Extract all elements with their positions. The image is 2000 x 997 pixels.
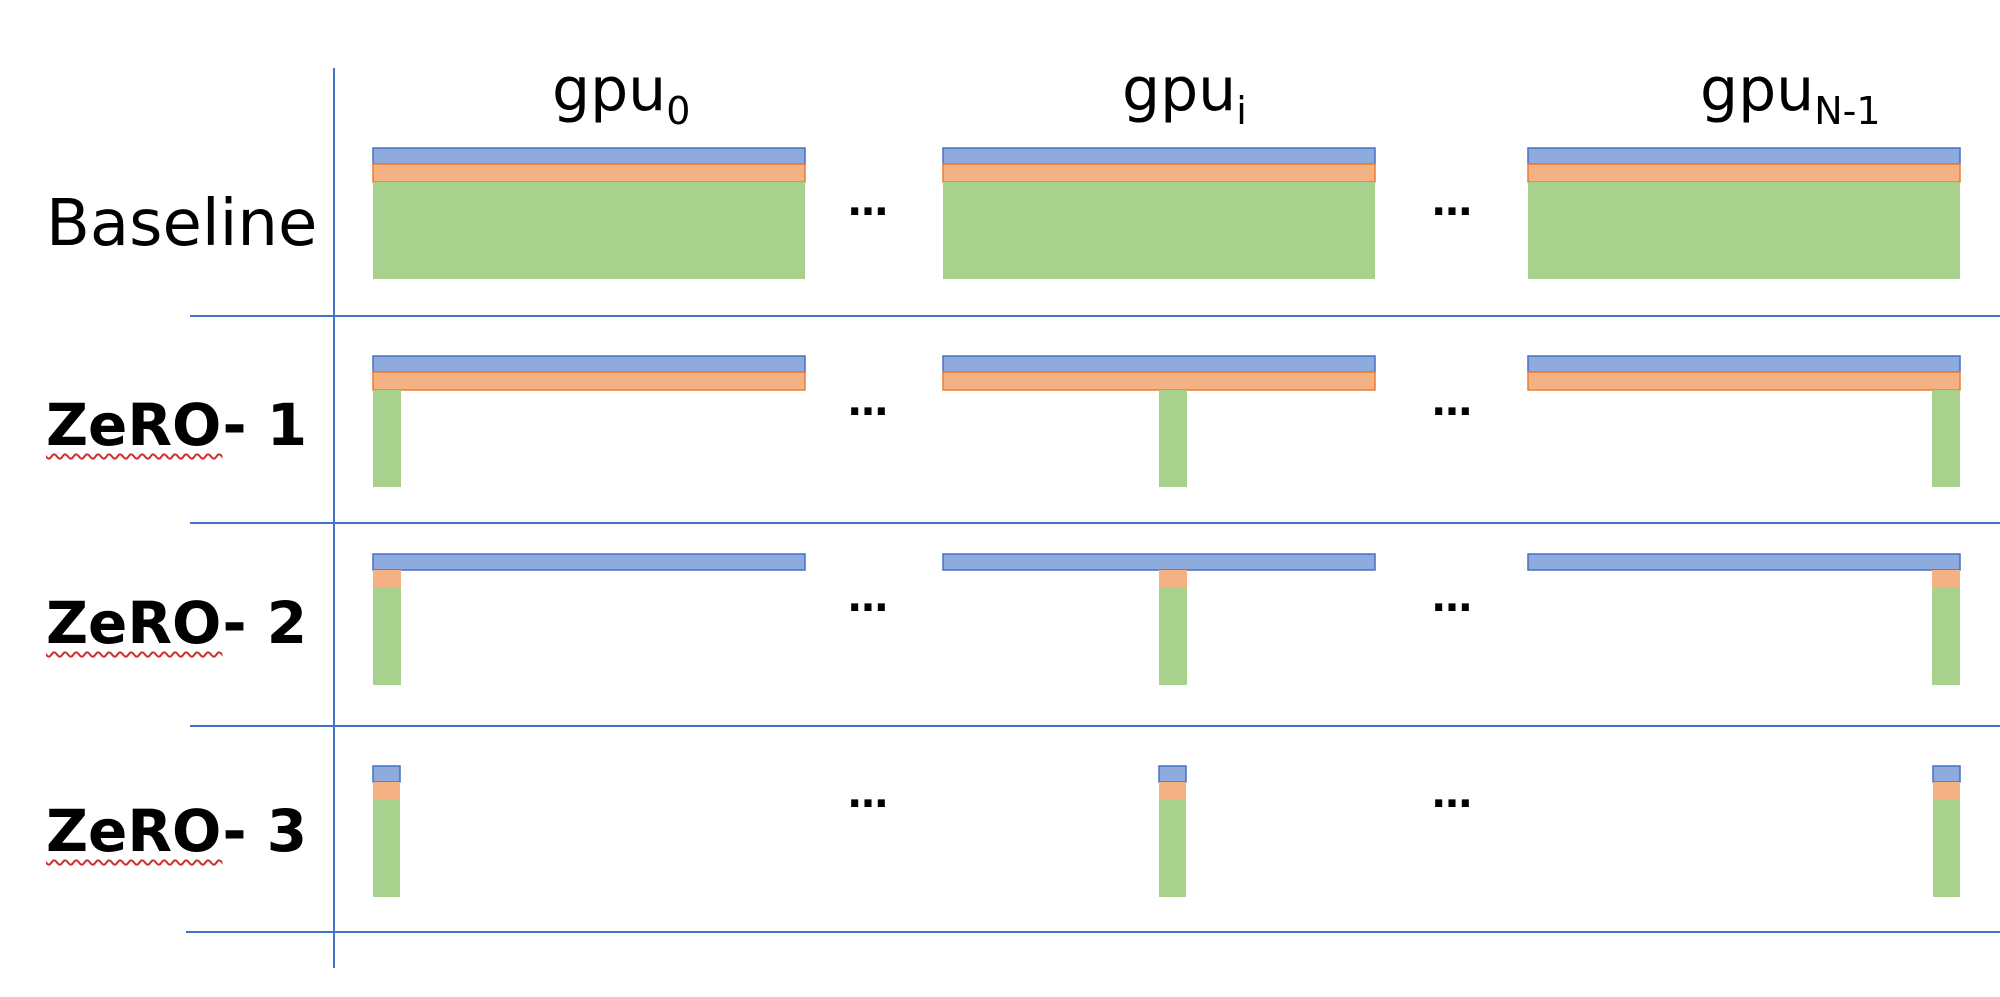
zero1-gpu0-parameters: [372, 355, 806, 373]
baseline-gpui-optimizer-states: [943, 182, 1375, 279]
zero3-gpu0-optimizer-shard: [373, 800, 400, 897]
ellipsis-zero3-1: …: [848, 771, 888, 817]
row-label-baseline: Baseline: [46, 187, 318, 261]
baseline-row-blocks: [372, 147, 1961, 279]
baseline-gpu0-parameters: [372, 147, 806, 165]
baseline-gpu0-optimizer-states: [373, 182, 805, 279]
row-label-zero1: ZeRO- 1: [46, 396, 307, 454]
gpu-header-i-sub: i: [1236, 89, 1247, 133]
zero1-row-blocks: [372, 355, 1961, 487]
zero3-gpui-parameter-shard: [1158, 765, 1187, 783]
ellipsis-zero3-2: …: [1432, 771, 1472, 817]
zero3-gpuN1-gradient-shard: [1933, 782, 1960, 800]
baseline-gpuN1-optimizer-states: [1528, 182, 1960, 279]
zero1-gpuN1-parameters: [1527, 355, 1961, 373]
gpu-header-i: gpui: [1122, 60, 1247, 130]
gpu-header-n-minus-1-base: gpu: [1700, 55, 1815, 125]
zero1-gpuN1-optimizer-shard: [1932, 390, 1960, 487]
row-label-zero2-word: ZeRO: [46, 589, 223, 657]
zero3-gpu0-gradient-shard: [373, 782, 400, 800]
zero2-gpu0-parameters: [372, 553, 806, 571]
zero1-gpu0-gradients: [372, 371, 806, 391]
gpu-header-n-minus-1: gpuN-1: [1700, 60, 1881, 130]
zero2-gpui-optimizer-shard: [1159, 588, 1187, 685]
baseline-gpuN1-gradients: [1527, 163, 1961, 183]
gpu-header-0: gpu0: [552, 60, 690, 130]
ellipsis-zero2-2: …: [1432, 575, 1472, 621]
row-label-zero3-word: ZeRO: [46, 797, 223, 865]
zero2-gpuN1-parameters: [1527, 553, 1961, 571]
zero1-gpui-parameters: [942, 355, 1376, 373]
zero3-row-blocks: [372, 765, 1961, 897]
baseline-gpui-gradients: [942, 163, 1376, 183]
zero2-gpu0-gradient-shard: [373, 570, 401, 588]
baseline-gpuN1-parameters: [1527, 147, 1961, 165]
gpu-header-n-minus-1-sub: N-1: [1814, 89, 1881, 133]
zero3-gpuN1-optimizer-shard: [1933, 800, 1960, 897]
zero3-gpui-optimizer-shard: [1159, 800, 1186, 897]
zero2-gpui-gradient-shard: [1159, 570, 1187, 588]
zero3-gpu0-parameter-shard: [372, 765, 401, 783]
zero1-gpuN1-gradients: [1527, 371, 1961, 391]
ellipsis-zero1-1: …: [848, 379, 888, 425]
row-label-zero3: ZeRO- 3: [46, 802, 307, 860]
zero2-gpu0-optimizer-shard: [373, 588, 401, 685]
zero2-gpui-parameters: [942, 553, 1376, 571]
row-label-zero2-suffix: - 2: [222, 589, 308, 657]
ellipsis-zero2-1: …: [848, 575, 888, 621]
ellipsis-baseline-1: …: [848, 179, 888, 225]
ellipsis-zero1-2: …: [1432, 379, 1472, 425]
zero3-gpui-gradient-shard: [1159, 782, 1186, 800]
zero2-row-blocks: [372, 553, 1961, 685]
gpu-header-0-sub: 0: [666, 89, 691, 133]
zero1-gpu0-optimizer-shard: [373, 390, 401, 487]
gpu-header-i-base: gpu: [1122, 55, 1237, 125]
zero1-gpui-optimizer-shard: [1159, 390, 1187, 487]
zero2-gpuN1-gradient-shard: [1932, 570, 1960, 588]
ellipsis-baseline-2: …: [1432, 179, 1472, 225]
row-label-zero2: ZeRO- 2: [46, 594, 307, 652]
baseline-gpu0-gradients: [372, 163, 806, 183]
zero1-gpui-gradients: [942, 371, 1376, 391]
zero2-gpuN1-optimizer-shard: [1932, 588, 1960, 685]
row-label-zero3-suffix: - 3: [222, 797, 308, 865]
row-label-zero1-word: ZeRO: [46, 391, 223, 459]
gpu-header-0-base: gpu: [552, 55, 667, 125]
zero3-gpuN1-parameter-shard: [1932, 765, 1961, 783]
baseline-gpui-parameters: [942, 147, 1376, 165]
row-label-zero1-suffix: - 1: [222, 391, 308, 459]
